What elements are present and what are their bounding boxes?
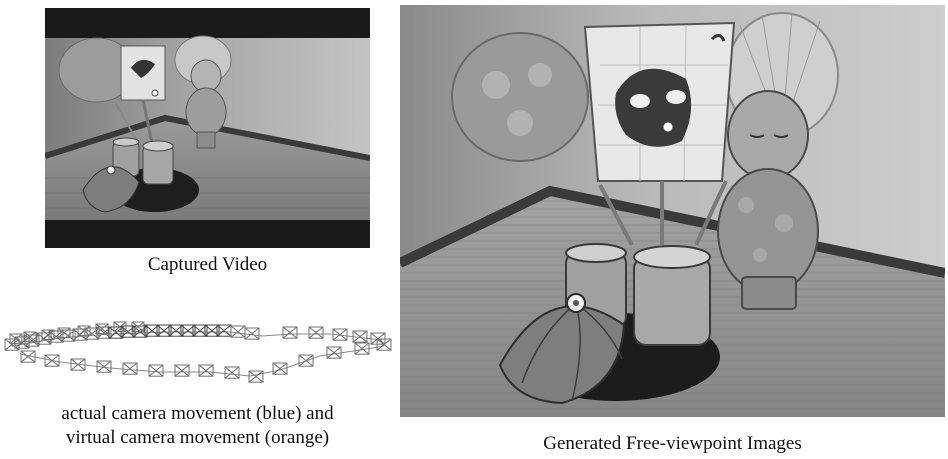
- camera-frame-glyph: [113, 321, 127, 333]
- camera-frame-glyph: [354, 342, 370, 355]
- camera-frame-glyph: [131, 321, 145, 333]
- camera-frame-glyph: [326, 346, 342, 359]
- camera-frame-glyph: [44, 354, 60, 367]
- camera-frame-glyph: [41, 329, 55, 341]
- camera-frame-glyph: [57, 327, 71, 339]
- camera-path-svg: [4, 321, 392, 383]
- camera-frame-glyph: [9, 333, 23, 345]
- camera-frame-glyph: [95, 323, 109, 335]
- camera-frame-glyph: [282, 326, 298, 339]
- camera-frame-glyph: [96, 360, 112, 373]
- camera-frame-glyph: [23, 331, 37, 343]
- captured-video-frame: [45, 8, 370, 248]
- camera-frame-glyph: [230, 325, 246, 338]
- free-viewpoint-caption: Generated Free-viewpoint Images: [543, 433, 802, 454]
- camera-frame-glyph: [198, 364, 214, 377]
- actual-camera-path-line: [11, 331, 383, 347]
- virtual-camera-path-line: [19, 345, 385, 377]
- camera-path-diagram: [0, 312, 395, 394]
- camera-frame-glyph: [77, 325, 91, 337]
- camera-frame-glyph: [244, 327, 260, 340]
- captured-video-caption: Captured Video: [147, 254, 268, 275]
- camera-frame-glyph: [332, 328, 348, 341]
- camera-frame-glyph: [148, 364, 164, 377]
- camera-frame-glyph: [248, 370, 264, 383]
- free-viewpoint-image: [400, 5, 945, 417]
- camera-frame-glyph: [20, 350, 36, 363]
- camera-frame-glyph: [70, 358, 86, 371]
- camera-frame-glyph: [174, 364, 190, 377]
- captured-video-image: [45, 8, 370, 248]
- camera-frame-glyph: [122, 362, 138, 375]
- camera-frame-glyph: [308, 326, 324, 339]
- camera-frame-glyph: [352, 330, 368, 343]
- free-viewpoint-image-frame: [400, 5, 945, 417]
- camera-frame-glyph: [298, 354, 314, 367]
- camera-path-caption-line2: virtual camera movement (orange): [65, 427, 330, 448]
- camera-frame-glyph: [272, 362, 288, 375]
- camera-path-caption-line1: actual camera movement (blue) and: [61, 403, 334, 424]
- camera-frame-glyph: [224, 366, 240, 379]
- camera-frame-glyph: [376, 338, 392, 351]
